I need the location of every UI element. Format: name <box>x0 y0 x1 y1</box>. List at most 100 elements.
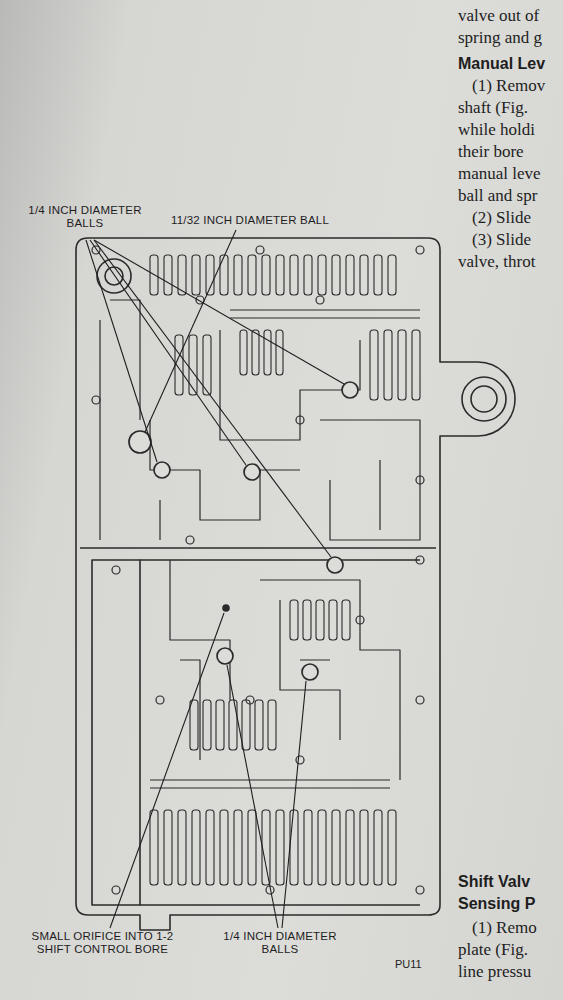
screw-hole <box>416 886 424 894</box>
valve-slot <box>234 255 242 295</box>
valve-slot <box>374 810 382 885</box>
body-text: shaft (Fig. <box>458 98 528 118</box>
valve-slot <box>150 810 158 885</box>
body-text: ball and spr <box>458 186 537 206</box>
valve-slot <box>255 700 263 750</box>
bore <box>97 259 131 293</box>
body-text: spring and g <box>458 28 542 48</box>
valve-slot <box>304 810 312 885</box>
valve-slot <box>164 255 172 295</box>
valve-slot <box>248 810 256 885</box>
valve-slot <box>329 600 337 640</box>
screw-hole <box>186 536 194 544</box>
screw-hole <box>416 476 424 484</box>
screw-hole <box>416 246 424 254</box>
valve-slot <box>374 255 382 295</box>
figure-number: PU11 <box>395 958 422 970</box>
screw-hole <box>316 296 324 304</box>
screw-hole <box>256 246 264 254</box>
check-ball <box>342 382 358 398</box>
mounting-boss <box>462 377 506 421</box>
valve-slot <box>388 810 396 885</box>
check-ball <box>327 557 343 573</box>
valve-slot <box>318 255 326 295</box>
section-heading: Shift Valv <box>458 872 530 892</box>
valve-slot <box>342 600 350 640</box>
callout-label: 1/4 INCH DIAMETER BALLS <box>20 204 150 230</box>
callout-label: 1/4 INCH DIAMETER BALLS <box>205 930 355 956</box>
body-text: (1) Remo <box>472 918 537 938</box>
valve-slot <box>203 335 211 395</box>
valve-slot <box>220 810 228 885</box>
body-text: plate (Fig. <box>458 940 528 960</box>
valve-slot <box>290 810 298 885</box>
valve-slot <box>262 255 270 295</box>
valve-slot <box>290 255 298 295</box>
screw-hole <box>416 696 424 704</box>
valve-slot <box>384 330 392 400</box>
valve-slot <box>346 810 354 885</box>
screw-hole <box>416 556 424 564</box>
mounting-boss-bore <box>471 386 497 412</box>
valve-body-outline <box>76 238 515 930</box>
valve-slot <box>388 255 396 295</box>
plate-edge <box>140 560 420 905</box>
valve-slot <box>192 255 200 295</box>
callout-label: 11/32 INCH DIAMETER BALL <box>160 214 340 227</box>
section-heading: Sensing P <box>458 894 535 914</box>
valve-slot <box>276 810 284 885</box>
valve-slot <box>242 700 250 750</box>
valve-slot <box>290 600 298 640</box>
orifice <box>223 605 229 611</box>
valve-slot <box>234 810 242 885</box>
check-ball <box>302 664 318 680</box>
valve-slot <box>178 810 186 885</box>
valve-slot <box>276 330 283 375</box>
valve-slot <box>346 255 354 295</box>
valve-slot <box>398 330 406 400</box>
screw-hole <box>246 696 254 704</box>
valve-slot <box>360 255 368 295</box>
valve-slot <box>262 810 270 885</box>
callout-label: SMALL ORIFICE INTO 1-2 SHIFT CONTROL BOR… <box>15 930 190 956</box>
valve-slot <box>332 255 340 295</box>
valve-slot <box>276 255 284 295</box>
valve-slot <box>332 810 340 885</box>
valve-slot <box>316 600 324 640</box>
valve-slot <box>190 700 198 750</box>
valve-slot <box>220 255 228 295</box>
body-text: manual leve <box>458 164 541 184</box>
body-text: (2) Slide <box>472 208 531 228</box>
check-balls <box>129 382 358 680</box>
body-text: valve, throt <box>458 252 535 272</box>
valve-slot <box>318 810 326 885</box>
screw-hole <box>112 566 120 574</box>
valve-slot <box>264 330 271 375</box>
screw-hole <box>296 416 304 424</box>
valve-slot <box>189 335 197 395</box>
transfer-plate <box>92 560 140 905</box>
valve-slot <box>370 330 378 400</box>
valve-slot <box>304 255 312 295</box>
body-text: their bore <box>458 142 524 162</box>
body-text: valve out of <box>458 6 539 26</box>
valve-slot <box>206 810 214 885</box>
screw-hole <box>92 396 100 404</box>
valve-slot <box>248 255 256 295</box>
valve-slot <box>360 810 368 885</box>
check-ball <box>154 462 170 478</box>
body-text: line pressu <box>458 962 531 982</box>
screw-hole <box>356 616 364 624</box>
valve-slot <box>240 330 247 375</box>
section-heading: Manual Lev <box>458 54 545 74</box>
valve-slot <box>303 600 311 640</box>
leader-lines <box>86 230 344 928</box>
check-ball <box>217 648 233 664</box>
check-ball <box>244 464 260 480</box>
valve-slot <box>164 810 172 885</box>
body-text: (1) Remov <box>472 76 545 96</box>
screw-hole <box>156 696 164 704</box>
screw-hole <box>296 756 304 764</box>
section-line <box>80 547 436 549</box>
valve-slot <box>216 700 224 750</box>
